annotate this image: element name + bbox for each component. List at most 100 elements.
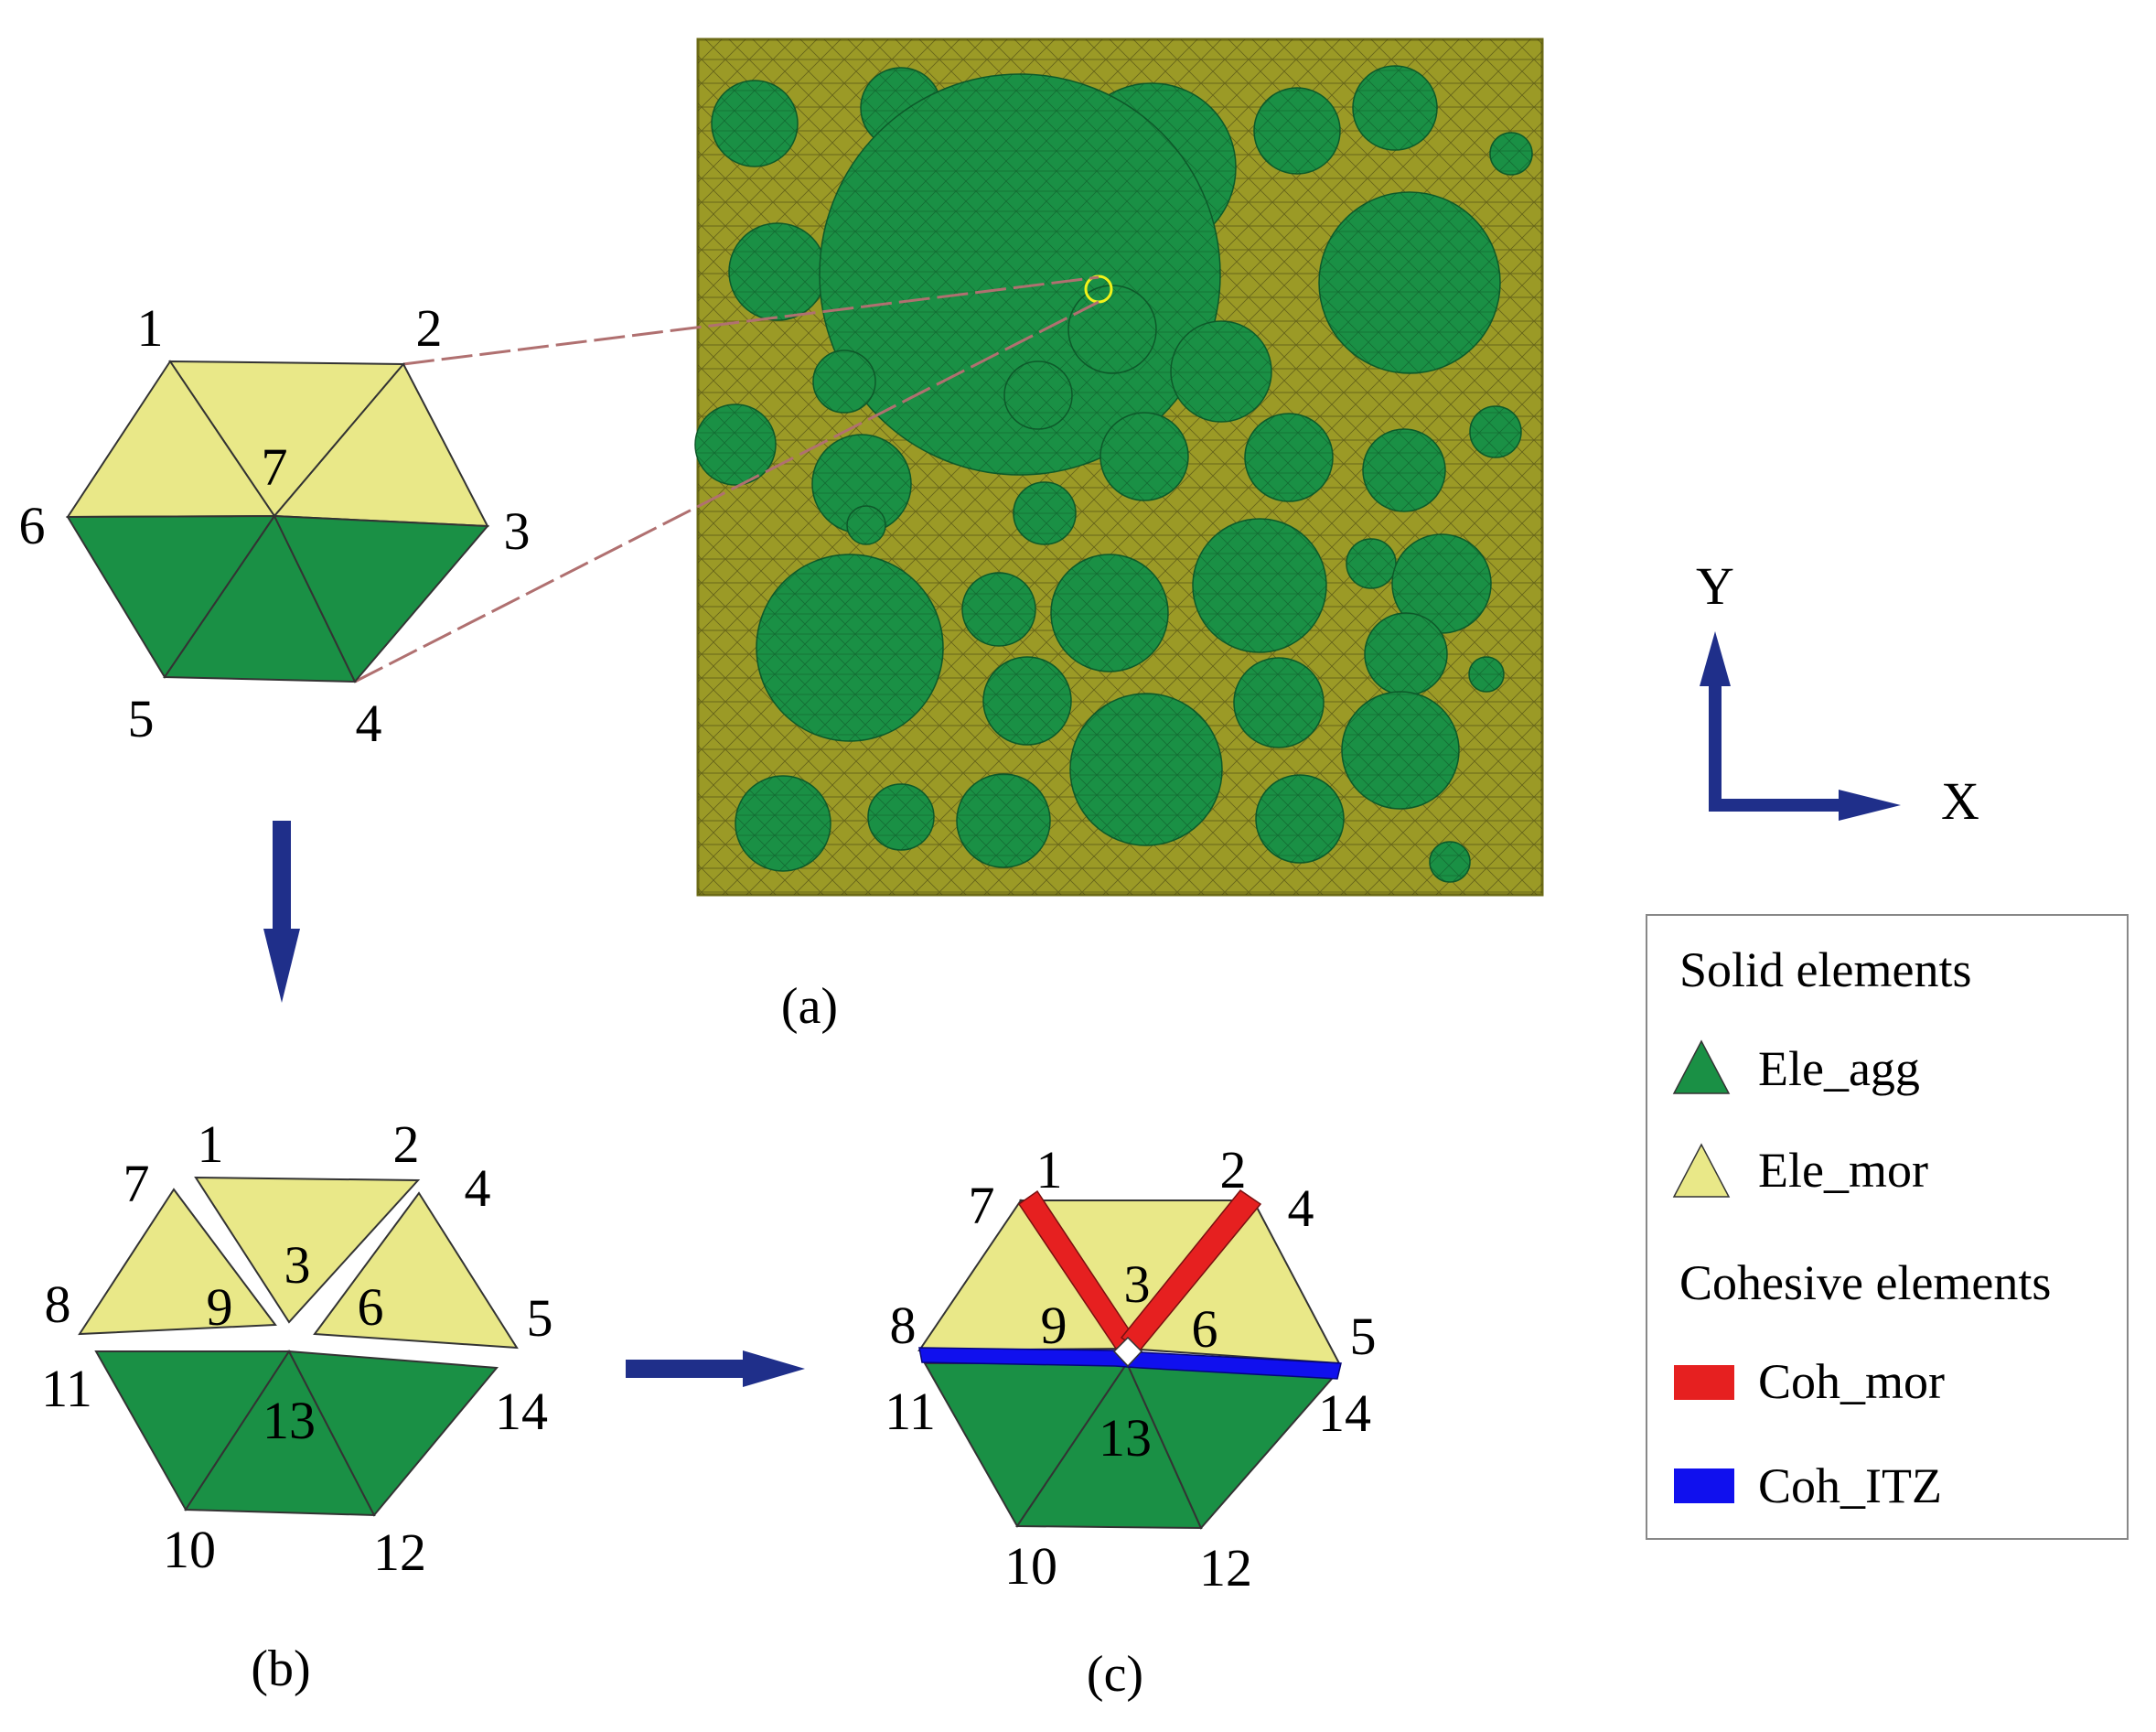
y-axis-arrow [1709, 682, 1722, 812]
legend-swatch-mor [1672, 1143, 1731, 1198]
legend-box [1646, 914, 2129, 1540]
aggregate-mesh-texture [695, 404, 776, 485]
cohesive-node-label: 11 [885, 1382, 936, 1441]
split-node-label: 1 [198, 1114, 224, 1174]
aggregate-mesh-texture [1392, 534, 1491, 633]
aggregate-mesh-texture [1342, 692, 1459, 809]
mortar-triangle [194, 1176, 421, 1324]
caption-a: (a) [781, 978, 838, 1035]
cohesive-node-label: 5 [1350, 1307, 1377, 1366]
solid-hexagon [66, 360, 490, 683]
aggregate-mesh-texture [1353, 66, 1437, 150]
zoom-lines [354, 275, 1099, 683]
solid-node-label: 4 [356, 694, 382, 753]
split-node-label: 13 [263, 1391, 316, 1450]
coordinate-axes [1700, 631, 1901, 821]
cohesive-node-label: 8 [890, 1296, 917, 1355]
solid-node-label: 2 [416, 298, 443, 358]
split-node-label: 7 [123, 1154, 150, 1213]
aggregate-mesh-texture [1363, 429, 1445, 511]
mesh-panel-a [694, 38, 1544, 897]
x-axis-label: X [1941, 771, 1979, 831]
split-node-label: 14 [495, 1382, 548, 1441]
aggregate-mesh-texture [812, 435, 911, 533]
split-node-label: 4 [465, 1158, 491, 1218]
aggregate-triangle [287, 1350, 499, 1517]
legend: Solid elements Ele_agg Ele_mor Cohesive … [1646, 914, 2129, 1540]
legend-swatch-agg [1672, 1039, 1731, 1094]
split-node-label: 9 [207, 1277, 233, 1337]
mortar-triangle [313, 1191, 519, 1350]
aggregate-mesh-texture [1365, 613, 1447, 695]
caption-c: (c) [1087, 1646, 1143, 1703]
aggregate-triangle [273, 514, 490, 683]
split-node-label: 6 [358, 1277, 384, 1337]
aggregate-mesh-texture [1346, 539, 1396, 588]
aggregate-mesh-texture [1490, 133, 1532, 175]
arrow-down-icon [263, 821, 300, 1003]
cohesive-junction [1112, 1336, 1143, 1368]
aggregate-mesh-texture [1256, 775, 1344, 863]
cohesive-node-label: 4 [1288, 1178, 1314, 1238]
split-node-label: 2 [393, 1114, 420, 1174]
aggregate-mesh-texture [1171, 321, 1271, 422]
legend-heading-cohesive: Cohesive elements [1679, 1255, 2051, 1310]
split-node-label: 3 [284, 1235, 311, 1295]
aggregate-particles [694, 65, 1533, 883]
aggregate-mesh-texture [1470, 406, 1521, 457]
solid-node-label: 1 [137, 298, 164, 358]
aggregate-mesh-texture [1469, 657, 1504, 692]
aggregate-mesh-texture [813, 350, 875, 413]
aggregate-mesh-texture [729, 223, 826, 320]
x-arrow-head-icon [1839, 790, 1901, 821]
mortar-triangle [78, 1188, 277, 1336]
aggregate-mesh-texture [1004, 361, 1072, 429]
legend-swatch-coh-itz [1674, 1468, 1734, 1503]
solid-node-labels: 1 2 3 4 5 6 7 [19, 298, 531, 753]
split-elements-panel-b [78, 1176, 519, 1517]
aggregate-mesh-texture [820, 74, 1220, 475]
cohesive-node-label: 14 [1318, 1383, 1371, 1443]
legend-label-agg: Ele_agg [1758, 1041, 1920, 1096]
legend-heading-solid: Solid elements [1679, 942, 1971, 997]
cohesive-node-label: 3 [1124, 1254, 1151, 1314]
solid-node-label: 6 [19, 496, 46, 555]
cohesive-node-label: 9 [1041, 1296, 1067, 1355]
aggregate-mesh-texture [1234, 658, 1324, 748]
aggregate-mesh-texture [1430, 842, 1470, 882]
legend-label-coh-itz: Coh_ITZ [1758, 1458, 1942, 1513]
legend-label-coh-mor: Coh_mor [1758, 1354, 1945, 1409]
split-node-label: 5 [527, 1288, 553, 1348]
cohesive-node-label: 1 [1036, 1140, 1063, 1199]
cohesive-node-label: 12 [1199, 1538, 1252, 1598]
aggregate-mesh-texture [1319, 192, 1500, 373]
legend-label-mor: Ele_mor [1758, 1143, 1928, 1198]
aggregate-mesh-texture [983, 657, 1071, 745]
arrow-right-icon [626, 1350, 805, 1387]
aggregate-mesh-texture [957, 774, 1050, 867]
solid-node-label: 5 [128, 689, 155, 748]
cohesive-node-label: 10 [1004, 1536, 1057, 1596]
caption-b: (b) [251, 1641, 310, 1697]
cohesive-node-label: 7 [969, 1176, 995, 1235]
solid-node-label: 7 [262, 437, 288, 497]
aggregate-mesh-texture [1254, 88, 1340, 174]
split-node-labels: 1 2 3 4 5 6 7 8 9 10 11 12 13 14 [41, 1114, 552, 1582]
cohesive-node-label: 13 [1099, 1408, 1152, 1468]
aggregate-mesh-texture [1193, 519, 1326, 652]
aggregate-mesh-texture [1014, 482, 1076, 544]
legend-swatch-coh-mor [1674, 1365, 1734, 1400]
split-node-label: 8 [45, 1275, 71, 1334]
aggregate-mesh-texture [1051, 554, 1168, 672]
split-node-label: 10 [163, 1520, 216, 1579]
aggregate-mesh-texture [712, 81, 798, 167]
cohesive-node-labels: 1 2 3 4 5 6 7 8 9 10 11 12 13 14 [885, 1140, 1376, 1598]
y-axis-label: Y [1696, 556, 1734, 616]
aggregate-mesh-texture [1245, 414, 1333, 501]
aggregate-mesh-texture [962, 573, 1035, 646]
y-arrow-head-icon [1700, 631, 1731, 686]
split-node-label: 12 [373, 1522, 426, 1582]
aggregate-mesh-texture [735, 776, 831, 871]
solid-node-label: 3 [504, 501, 531, 561]
